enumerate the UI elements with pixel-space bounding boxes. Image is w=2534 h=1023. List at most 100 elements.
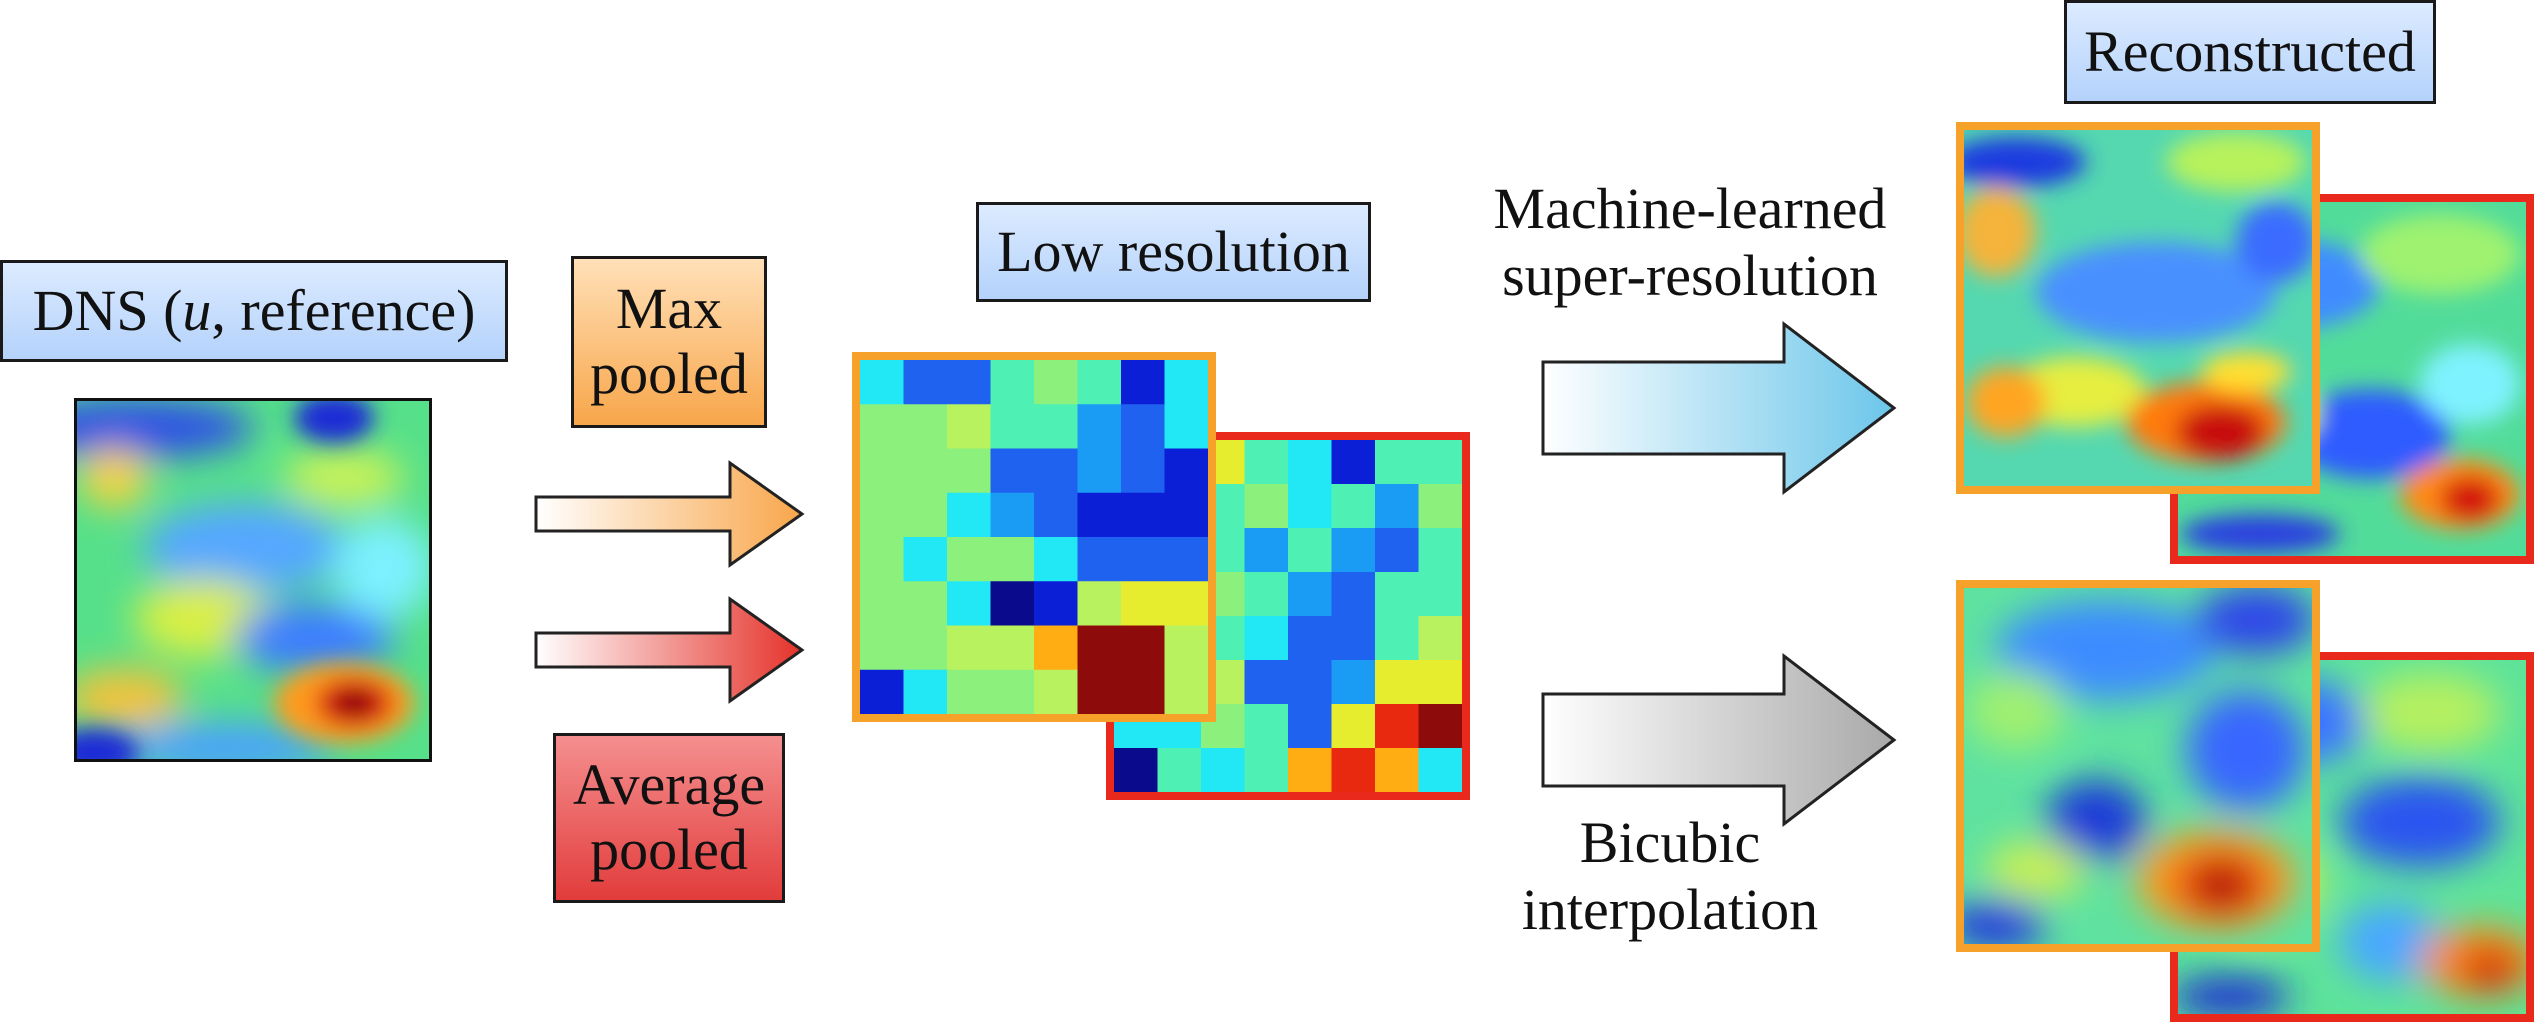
lowres-cell: [1121, 625, 1166, 671]
lowres-cell: [1034, 669, 1079, 715]
lowres-cell: [903, 669, 948, 715]
lowres-cell: [1375, 528, 1420, 573]
lowres-cell: [947, 669, 992, 715]
bicubic-max-image: [1956, 580, 2320, 952]
lowres-cell: [1164, 448, 1209, 494]
lowres-cell: [1418, 484, 1463, 529]
lowres-cell: [1077, 625, 1122, 671]
lowres-cell: [1418, 528, 1463, 573]
lowres-cell: [1244, 748, 1289, 793]
lowres-cell: [1331, 616, 1376, 661]
lowres-cell: [1034, 360, 1079, 405]
lowres-cell: [990, 404, 1035, 450]
dns-field-image: [74, 398, 432, 762]
lowres-cell: [947, 581, 992, 627]
lowres-cell: [990, 492, 1035, 538]
lowres-cell: [947, 492, 992, 538]
lowres-cell: [903, 581, 948, 627]
dns-label: DNS (u, reference): [0, 260, 508, 362]
lowres-cell: [1077, 492, 1122, 538]
lowres-cell: [1157, 748, 1202, 793]
lowres-cell: [860, 581, 905, 627]
lowres-cell: [1121, 448, 1166, 494]
max-pooled-lowres-image: [852, 352, 1216, 722]
lowres-cell: [1034, 581, 1079, 627]
lowres-cell: [1331, 484, 1376, 529]
lowres-cell: [1375, 572, 1420, 617]
lowres-cell: [990, 537, 1035, 582]
lowres-cell: [1114, 748, 1159, 793]
lowres-cell: [1034, 492, 1079, 538]
lowres-cell: [1244, 440, 1289, 485]
lowres-cell: [990, 448, 1035, 494]
lowres-cell: [1418, 616, 1463, 661]
lowres-cell: [1375, 704, 1420, 749]
lowres-cell: [1418, 572, 1463, 617]
lowres-cell: [860, 360, 905, 405]
lowres-cell: [990, 625, 1035, 671]
lowres-cell: [903, 625, 948, 671]
lowres-cell: [1288, 440, 1333, 485]
lowres-cell: [903, 537, 948, 582]
lowres-cell: [1164, 492, 1209, 538]
lowres-cell: [1375, 748, 1420, 793]
lowres-cell: [1034, 448, 1079, 494]
lowres-cell: [1244, 484, 1289, 529]
lowres-cell: [1288, 704, 1333, 749]
lowres-cell: [903, 492, 948, 538]
lowres-cell: [1121, 581, 1166, 627]
lowres-cell: [1288, 660, 1333, 705]
lowres-cell: [1201, 748, 1246, 793]
lowres-cell: [1121, 492, 1166, 538]
lowres-cell: [860, 448, 905, 494]
lowres-cell: [1164, 537, 1209, 582]
lowres-cell: [1034, 625, 1079, 671]
super-resolution-arrow: [1541, 320, 1897, 496]
lowres-cell: [860, 404, 905, 450]
lowres-cell: [990, 669, 1035, 715]
lowres-cell: [1244, 704, 1289, 749]
lowres-cell: [1164, 404, 1209, 450]
max-pooling-arrow: [534, 460, 805, 568]
lowres-cell: [860, 492, 905, 538]
lowres-cell: [1034, 537, 1079, 582]
lowres-cell: [1164, 581, 1209, 627]
lowres-cell: [1121, 404, 1166, 450]
lowres-cell: [1331, 528, 1376, 573]
lowres-cell: [1288, 484, 1333, 529]
lowres-cell: [1375, 484, 1420, 529]
lowres-cell: [1288, 616, 1333, 661]
lowres-cell: [1077, 404, 1122, 450]
lowres-cell: [1331, 572, 1376, 617]
lowres-cell: [1077, 669, 1122, 715]
lowres-cell: [1331, 660, 1376, 705]
lowres-cell: [1375, 660, 1420, 705]
average-pooling-arrow: [534, 596, 805, 704]
lowres-cell: [1288, 748, 1333, 793]
lowres-cell: [990, 581, 1035, 627]
lowres-cell: [903, 404, 948, 450]
lowres-cell: [1244, 660, 1289, 705]
lowres-cell: [1288, 528, 1333, 573]
lowres-cell: [1077, 360, 1122, 405]
lowres-cell: [1121, 537, 1166, 582]
dns-label-text: DNS (u, reference): [32, 277, 476, 343]
lowres-cell: [903, 360, 948, 405]
lowres-cell: [1375, 440, 1420, 485]
lowres-cell: [1164, 625, 1209, 671]
lowres-cell: [1418, 704, 1463, 749]
lowres-cell: [1331, 440, 1376, 485]
lowres-cell: [1244, 528, 1289, 573]
lowres-cell: [1288, 572, 1333, 617]
lowres-cell: [947, 448, 992, 494]
lowres-cell: [1077, 581, 1122, 627]
lowres-cell: [990, 360, 1035, 405]
lowres-cell: [1331, 748, 1376, 793]
lowres-cell: [1164, 360, 1209, 405]
lowres-cell: [860, 625, 905, 671]
lowres-cell: [1375, 616, 1420, 661]
